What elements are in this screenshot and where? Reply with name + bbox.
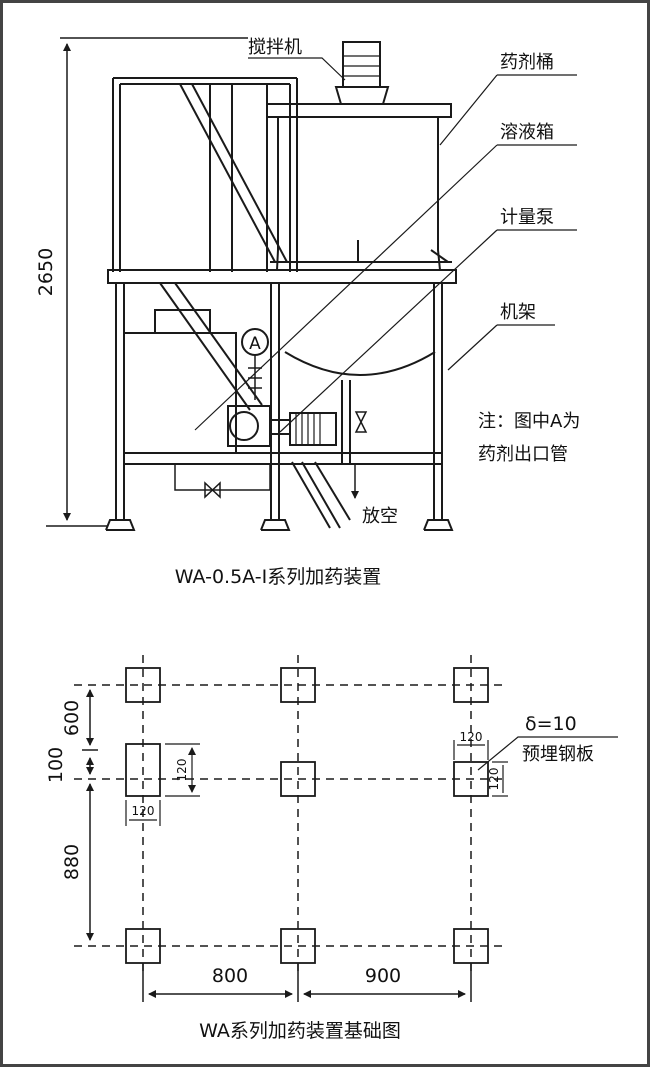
lower-deck	[123, 452, 443, 465]
label-drum: 药剂桶	[500, 52, 554, 73]
plate-spec: δ=10	[525, 713, 577, 735]
dim-right-span: 900	[365, 965, 401, 987]
grid-lines	[74, 655, 505, 975]
main-deck	[107, 269, 457, 284]
foundation-plan	[74, 655, 618, 1002]
dim-top-gap: 600	[61, 700, 83, 736]
label-mixer: 搅拌机	[248, 37, 302, 58]
left-plate-dimensions	[125, 743, 200, 826]
lower-caption: WA系列加药装置基础图	[199, 1020, 401, 1042]
mixer-motor	[334, 41, 390, 105]
dim-lower-gap: 880	[61, 844, 83, 880]
upper-frame	[112, 77, 298, 272]
outlet-marker-letter: A	[249, 334, 261, 354]
height-dimension-value: 2650	[35, 248, 57, 296]
drum-conical-bottom	[284, 351, 436, 376]
dim-left-span: 800	[212, 965, 248, 987]
embedded-plates	[125, 667, 489, 964]
label-frame: 机架	[500, 302, 536, 323]
plate	[125, 743, 161, 797]
drum	[266, 103, 452, 271]
vertical-dimensions	[82, 689, 98, 941]
horizontal-dimensions	[142, 963, 472, 1002]
plate	[280, 667, 316, 703]
outlet-marker	[241, 328, 269, 400]
metering-pump	[227, 405, 337, 447]
label-pump: 计量泵	[500, 207, 554, 228]
equipment-elevation	[46, 37, 577, 531]
dim-plate-height-left: 120	[175, 759, 189, 782]
solution-tank	[123, 309, 237, 454]
dim-plate-width-left: 120	[132, 804, 155, 818]
right-plate-dimensions	[453, 736, 618, 797]
plate	[125, 667, 161, 703]
note-line-1: 注：图中A为	[478, 411, 580, 432]
plate-name: 预埋钢板	[522, 744, 594, 765]
label-vent: 放空	[362, 506, 398, 527]
dim-plate-width-right: 120	[460, 730, 483, 744]
dim-plate-height-right: 120	[487, 768, 501, 791]
plate	[280, 761, 316, 797]
diagonal-support	[159, 282, 351, 529]
note-line-2: 药剂出口管	[478, 444, 568, 465]
upper-caption: WA-0.5A-I系列加药装置	[175, 566, 381, 588]
plate	[453, 761, 489, 797]
leader-lines	[194, 57, 577, 433]
plate	[453, 667, 489, 703]
suction-pipe	[174, 464, 271, 499]
outlet-pipe	[341, 380, 368, 499]
dim-mid-gap: 100	[45, 747, 67, 783]
label-tank: 溶液箱	[500, 122, 554, 143]
